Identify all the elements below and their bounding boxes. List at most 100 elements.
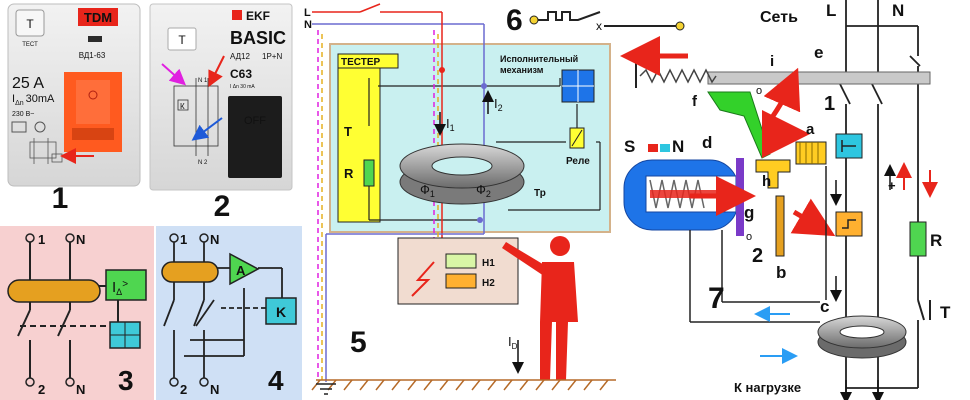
pusher-h-label: h: [762, 173, 771, 190]
test-button[interactable]: [167, 27, 197, 51]
line-N-label: N: [304, 19, 312, 31]
terminal-n-top-label: N: [210, 232, 219, 247]
ground-hatch: [311, 379, 616, 391]
panel-4-schematic: 1 N A K 2 N 4: [156, 226, 302, 400]
ac-type-icon: [11, 121, 27, 133]
ekf-poles: 1P+N: [262, 52, 282, 61]
solenoid-a-label: a: [806, 121, 815, 138]
armature-d: [736, 158, 744, 236]
toroid-hole: [431, 156, 493, 176]
load-h2: [445, 273, 477, 289]
terminal-2-label: 2: [38, 382, 45, 397]
black-toggle-handle[interactable]: [228, 96, 282, 178]
ekf-n2-label: N 2: [198, 160, 208, 166]
panel-4-number: 4: [268, 365, 284, 396]
rod-b-label: b: [776, 263, 786, 282]
orange-switch-box: [835, 211, 863, 237]
ekf-curve: C63: [230, 67, 252, 81]
differential-relay-symbol: IΔ>: [112, 279, 128, 297]
red-arrow: [208, 55, 225, 88]
tdm-model: ВД1-63: [79, 51, 106, 60]
resistor-label: R: [344, 166, 354, 181]
ekf-k-label: К: [180, 102, 185, 111]
toroid-c-hole: [839, 325, 885, 339]
current-i1-label: I1: [446, 116, 455, 133]
terminal-1-label: 1: [38, 232, 45, 247]
off-label: OFF: [244, 115, 266, 127]
current-i2-label: I2: [494, 96, 503, 113]
tdm-schematic: [29, 138, 63, 164]
latch-bar: [707, 71, 931, 85]
transformer-label: Тр: [534, 188, 546, 199]
tension-spring: [639, 68, 717, 84]
tdm-logo-badge: [78, 8, 118, 26]
flux-phi1-label: Ф1: [420, 182, 435, 199]
line-L-label: L: [826, 1, 836, 20]
current-sensor-core: [161, 261, 219, 283]
panel-2-number: 2: [214, 190, 231, 223]
tdm-voltage: 230 В~: [12, 111, 34, 118]
magnet-s-pole: [648, 144, 658, 152]
toggle-lever[interactable]: [76, 80, 110, 124]
label-o-top: o: [756, 85, 762, 97]
test-button-icon: T: [26, 17, 34, 31]
label-o-bottom: o: [746, 231, 752, 243]
network-label: Сеть: [760, 9, 798, 26]
panel-7-number: 7: [708, 282, 725, 315]
tester-t-label: Т: [344, 124, 352, 139]
test-button-T[interactable]: [917, 299, 931, 321]
terminal-1-label: 1: [180, 232, 187, 247]
line-L-label: L: [304, 7, 311, 19]
differential-relay-box: [105, 269, 147, 301]
load-h2-label: Н2: [482, 278, 495, 289]
trip-lever-f: [707, 91, 771, 159]
tester-label: ТЕСТЕР: [341, 57, 381, 68]
current-sensor-core: [7, 279, 101, 303]
panel-7-mechanism: Сеть L N e i o 1 f a S N d h b g o 2: [620, 0, 951, 400]
panel-5-circuit: L N ТЕСТЕР Т R Исполнительный механизм Р…: [304, 3, 616, 395]
tdm-brand: TDM: [84, 10, 112, 25]
load-label: К нагрузке: [734, 380, 801, 395]
pusher-h: [755, 159, 791, 189]
ekf-brand: EKF: [246, 9, 270, 23]
magnet-n-pole: [660, 144, 670, 152]
appliance-box: [397, 237, 519, 305]
rod-b: [775, 195, 785, 257]
toroid-c-label: c: [820, 297, 829, 316]
load-h1: [445, 253, 477, 269]
ekf-series: BASIC: [230, 28, 286, 48]
relay-k-box: [265, 297, 297, 325]
test-button[interactable]: [15, 9, 45, 37]
plus-sign: +: [888, 178, 896, 193]
lightning-icon: [411, 261, 435, 297]
label-one: 1: [824, 93, 835, 115]
switch-x-mark: x: [596, 19, 602, 33]
blue-arrow: [191, 117, 223, 141]
lever-f-label: f: [692, 93, 698, 110]
leakage-current-label: ID: [508, 334, 518, 351]
actuator-label-line1: Исполнительный: [500, 54, 578, 64]
terminal-2-label: 2: [180, 382, 187, 397]
magenta-arrow: [161, 63, 186, 86]
amplifier-label: A: [236, 263, 246, 278]
panel-1-number: 1: [52, 182, 69, 215]
ekf-n1-label: N 1: [198, 78, 208, 84]
relay-label: Реле: [566, 156, 590, 167]
ekf-model: АД12: [230, 52, 250, 61]
panel-6-switch-symbol: 6 x: [506, 4, 685, 37]
flux-phi2-label: Ф2: [476, 182, 491, 199]
resistor-r: [363, 159, 375, 187]
terminal-n-bottom-label: N: [210, 382, 219, 397]
temperature-icon: [34, 121, 46, 133]
label-g: g: [744, 203, 754, 222]
panel-3-schematic: 1 N IΔ> 2 N 3: [0, 226, 154, 400]
tdm-rating: 25 A: [12, 75, 44, 92]
tester-block: [337, 53, 381, 223]
ekf-logo-mark: [232, 10, 242, 20]
ekf-leak: I Δn 30 mA: [230, 84, 255, 90]
load-h1-label: Н1: [482, 258, 495, 269]
status-window: [88, 36, 102, 42]
resistor-R: [909, 221, 927, 257]
test-label: ТЕСТ: [22, 42, 38, 48]
